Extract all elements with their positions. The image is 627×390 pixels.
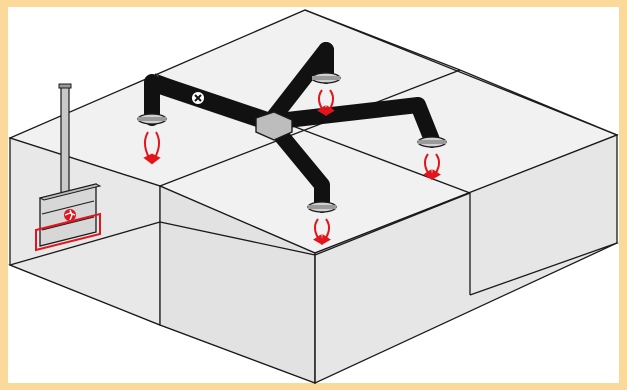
ceiling-diffuser-icon: [138, 114, 166, 124]
ceiling-diffuser-icon: [418, 137, 446, 147]
pipe-cap: [59, 84, 71, 88]
fan-icon: [64, 209, 76, 221]
ceiling-diffuser-icon: [308, 202, 336, 212]
exhaust-pipe: [61, 86, 69, 198]
fan-icon: [192, 92, 204, 104]
ceiling-diffuser-icon: [312, 73, 340, 83]
